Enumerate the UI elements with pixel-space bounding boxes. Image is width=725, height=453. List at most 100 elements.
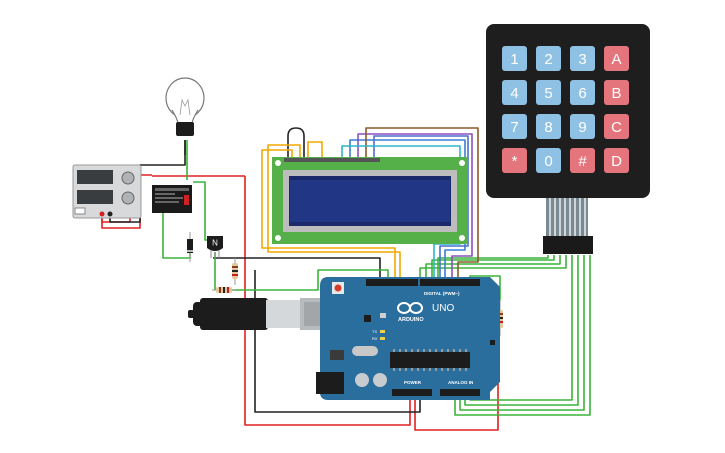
wire-green-d-pins-1	[419, 255, 567, 285]
keypad-key-label: 6	[578, 85, 586, 102]
keypad-key[interactable]: 6	[570, 80, 595, 105]
keypad-key[interactable]: B	[604, 80, 629, 105]
voltage-knob-icon[interactable]	[121, 171, 135, 185]
keypad-key-face	[502, 80, 527, 105]
keypad-key[interactable]: 1	[502, 46, 527, 71]
supply-terminal-negative[interactable]	[107, 211, 113, 217]
digital-header-right[interactable]	[420, 279, 480, 286]
keypad-key-label: #	[578, 153, 587, 170]
keypad-key-label: B	[611, 85, 621, 102]
lcd-pin-header	[284, 158, 380, 162]
arduino-model-label: UNO	[432, 303, 454, 314]
wire-red-supply-relay	[101, 174, 152, 229]
keypad-key-face	[604, 114, 629, 139]
keypad-key-face	[536, 148, 561, 173]
relay[interactable]	[152, 185, 192, 213]
keypad-key-label: 3	[578, 51, 586, 68]
keypad-key-face	[570, 114, 595, 139]
keypad-key-label: 1	[510, 51, 518, 68]
keypad-key[interactable]: 2	[536, 46, 561, 71]
keypad-key[interactable]: 4	[502, 80, 527, 105]
keypad-key-face	[536, 80, 561, 105]
tx-label: TX	[372, 329, 377, 334]
transistor[interactable]: N	[207, 236, 223, 258]
keypad-key-face	[604, 46, 629, 71]
current-knob-icon[interactable]	[121, 191, 135, 205]
analog-header[interactable]	[440, 389, 480, 396]
usb-cable[interactable]	[188, 298, 338, 330]
keypad-key-label: 4	[510, 85, 518, 102]
keypad-key-face	[502, 114, 527, 139]
keypad-key-label: 2	[544, 51, 552, 68]
keypad-ribbon	[546, 198, 588, 236]
keypad-key-face	[570, 46, 595, 71]
rx-label: RX	[372, 336, 378, 341]
power-header[interactable]	[392, 389, 432, 396]
resistor-horizontal[interactable]	[212, 287, 235, 293]
diode[interactable]	[187, 232, 193, 262]
keypad-key-face	[604, 80, 629, 105]
arduino-uno[interactable]: ARDUINO UNO DIGITAL (PWM~) ANALOG IN POW…	[316, 277, 500, 400]
wire-lcd-orange-2	[267, 144, 401, 285]
keypad-key-face	[536, 46, 561, 71]
arduino-logo	[397, 302, 423, 314]
wire-green-a-pins-1	[454, 255, 591, 416]
keypad-key[interactable]: D	[604, 148, 629, 173]
transistor-label: N	[212, 239, 218, 248]
atmega-chip	[390, 352, 470, 368]
keypad-key-label: 0	[544, 153, 552, 170]
keypad-key[interactable]: 3	[570, 46, 595, 71]
keypad-key-label: C	[611, 119, 622, 136]
digital-header-left[interactable]	[366, 279, 418, 286]
bulb-filament-icon	[179, 98, 191, 116]
keypad-key[interactable]: 0	[536, 148, 561, 173]
keypad-key[interactable]: *	[502, 148, 527, 173]
wire-green-d-pins-2	[425, 255, 561, 285]
keypad-connector[interactable]	[543, 236, 593, 254]
analog-pins-label: ANALOG IN	[448, 380, 473, 385]
wire-lcd-brown	[365, 127, 479, 285]
keypad-key-label: 8	[544, 119, 552, 136]
wire-green-d-pins-3	[431, 255, 555, 285]
power-pins-label: POWER	[404, 380, 422, 385]
keypad-key-face	[502, 46, 527, 71]
power-jack[interactable]	[316, 372, 344, 394]
keypad-key-label: D	[611, 153, 622, 170]
wire-green-relay-right	[193, 181, 215, 241]
keypad-key-label: 9	[578, 119, 586, 136]
digital-pins-label: DIGITAL (PWM~)	[424, 291, 460, 296]
keypad-key[interactable]: 5	[536, 80, 561, 105]
keypad-key[interactable]: 8	[536, 114, 561, 139]
keypad-key-label: 7	[510, 119, 518, 136]
wire-lcd-orange-3	[307, 141, 323, 160]
wires	[101, 127, 591, 431]
keypad-key-face	[502, 148, 527, 173]
wire-green-resistor-arduino	[218, 269, 389, 291]
keypad-key-face	[604, 148, 629, 173]
keypad-key[interactable]: #	[570, 148, 595, 173]
keypad-key-label: *	[512, 153, 518, 170]
keypad-key-face	[570, 148, 595, 173]
wire-lcd-orange-1	[261, 149, 396, 285]
wire-black-transistor	[213, 257, 381, 285]
keypad-key[interactable]: A	[604, 46, 629, 71]
wire-black-lower	[254, 270, 421, 413]
arduino-brand-label: ARDUINO	[398, 317, 424, 323]
wire-lcd-purple	[357, 133, 473, 285]
wire-green-a-pins-2	[459, 255, 585, 411]
keypad-key-face	[570, 80, 595, 105]
wire-black-lcd-loop	[287, 127, 305, 160]
wire-green-d-pins-4	[437, 255, 549, 285]
keypad-key[interactable]: 9	[570, 114, 595, 139]
light-bulb[interactable]	[165, 77, 205, 136]
power-supply[interactable]	[72, 164, 142, 219]
keypad-key-face	[536, 114, 561, 139]
lcd-16x2[interactable]	[272, 157, 468, 244]
resistor-transistor[interactable]	[232, 258, 238, 285]
supply-terminal-positive[interactable]	[99, 211, 105, 217]
keypad-key-label: A	[611, 51, 621, 68]
keypad-key[interactable]: C	[604, 114, 629, 139]
keypad-key[interactable]: 7	[502, 114, 527, 139]
